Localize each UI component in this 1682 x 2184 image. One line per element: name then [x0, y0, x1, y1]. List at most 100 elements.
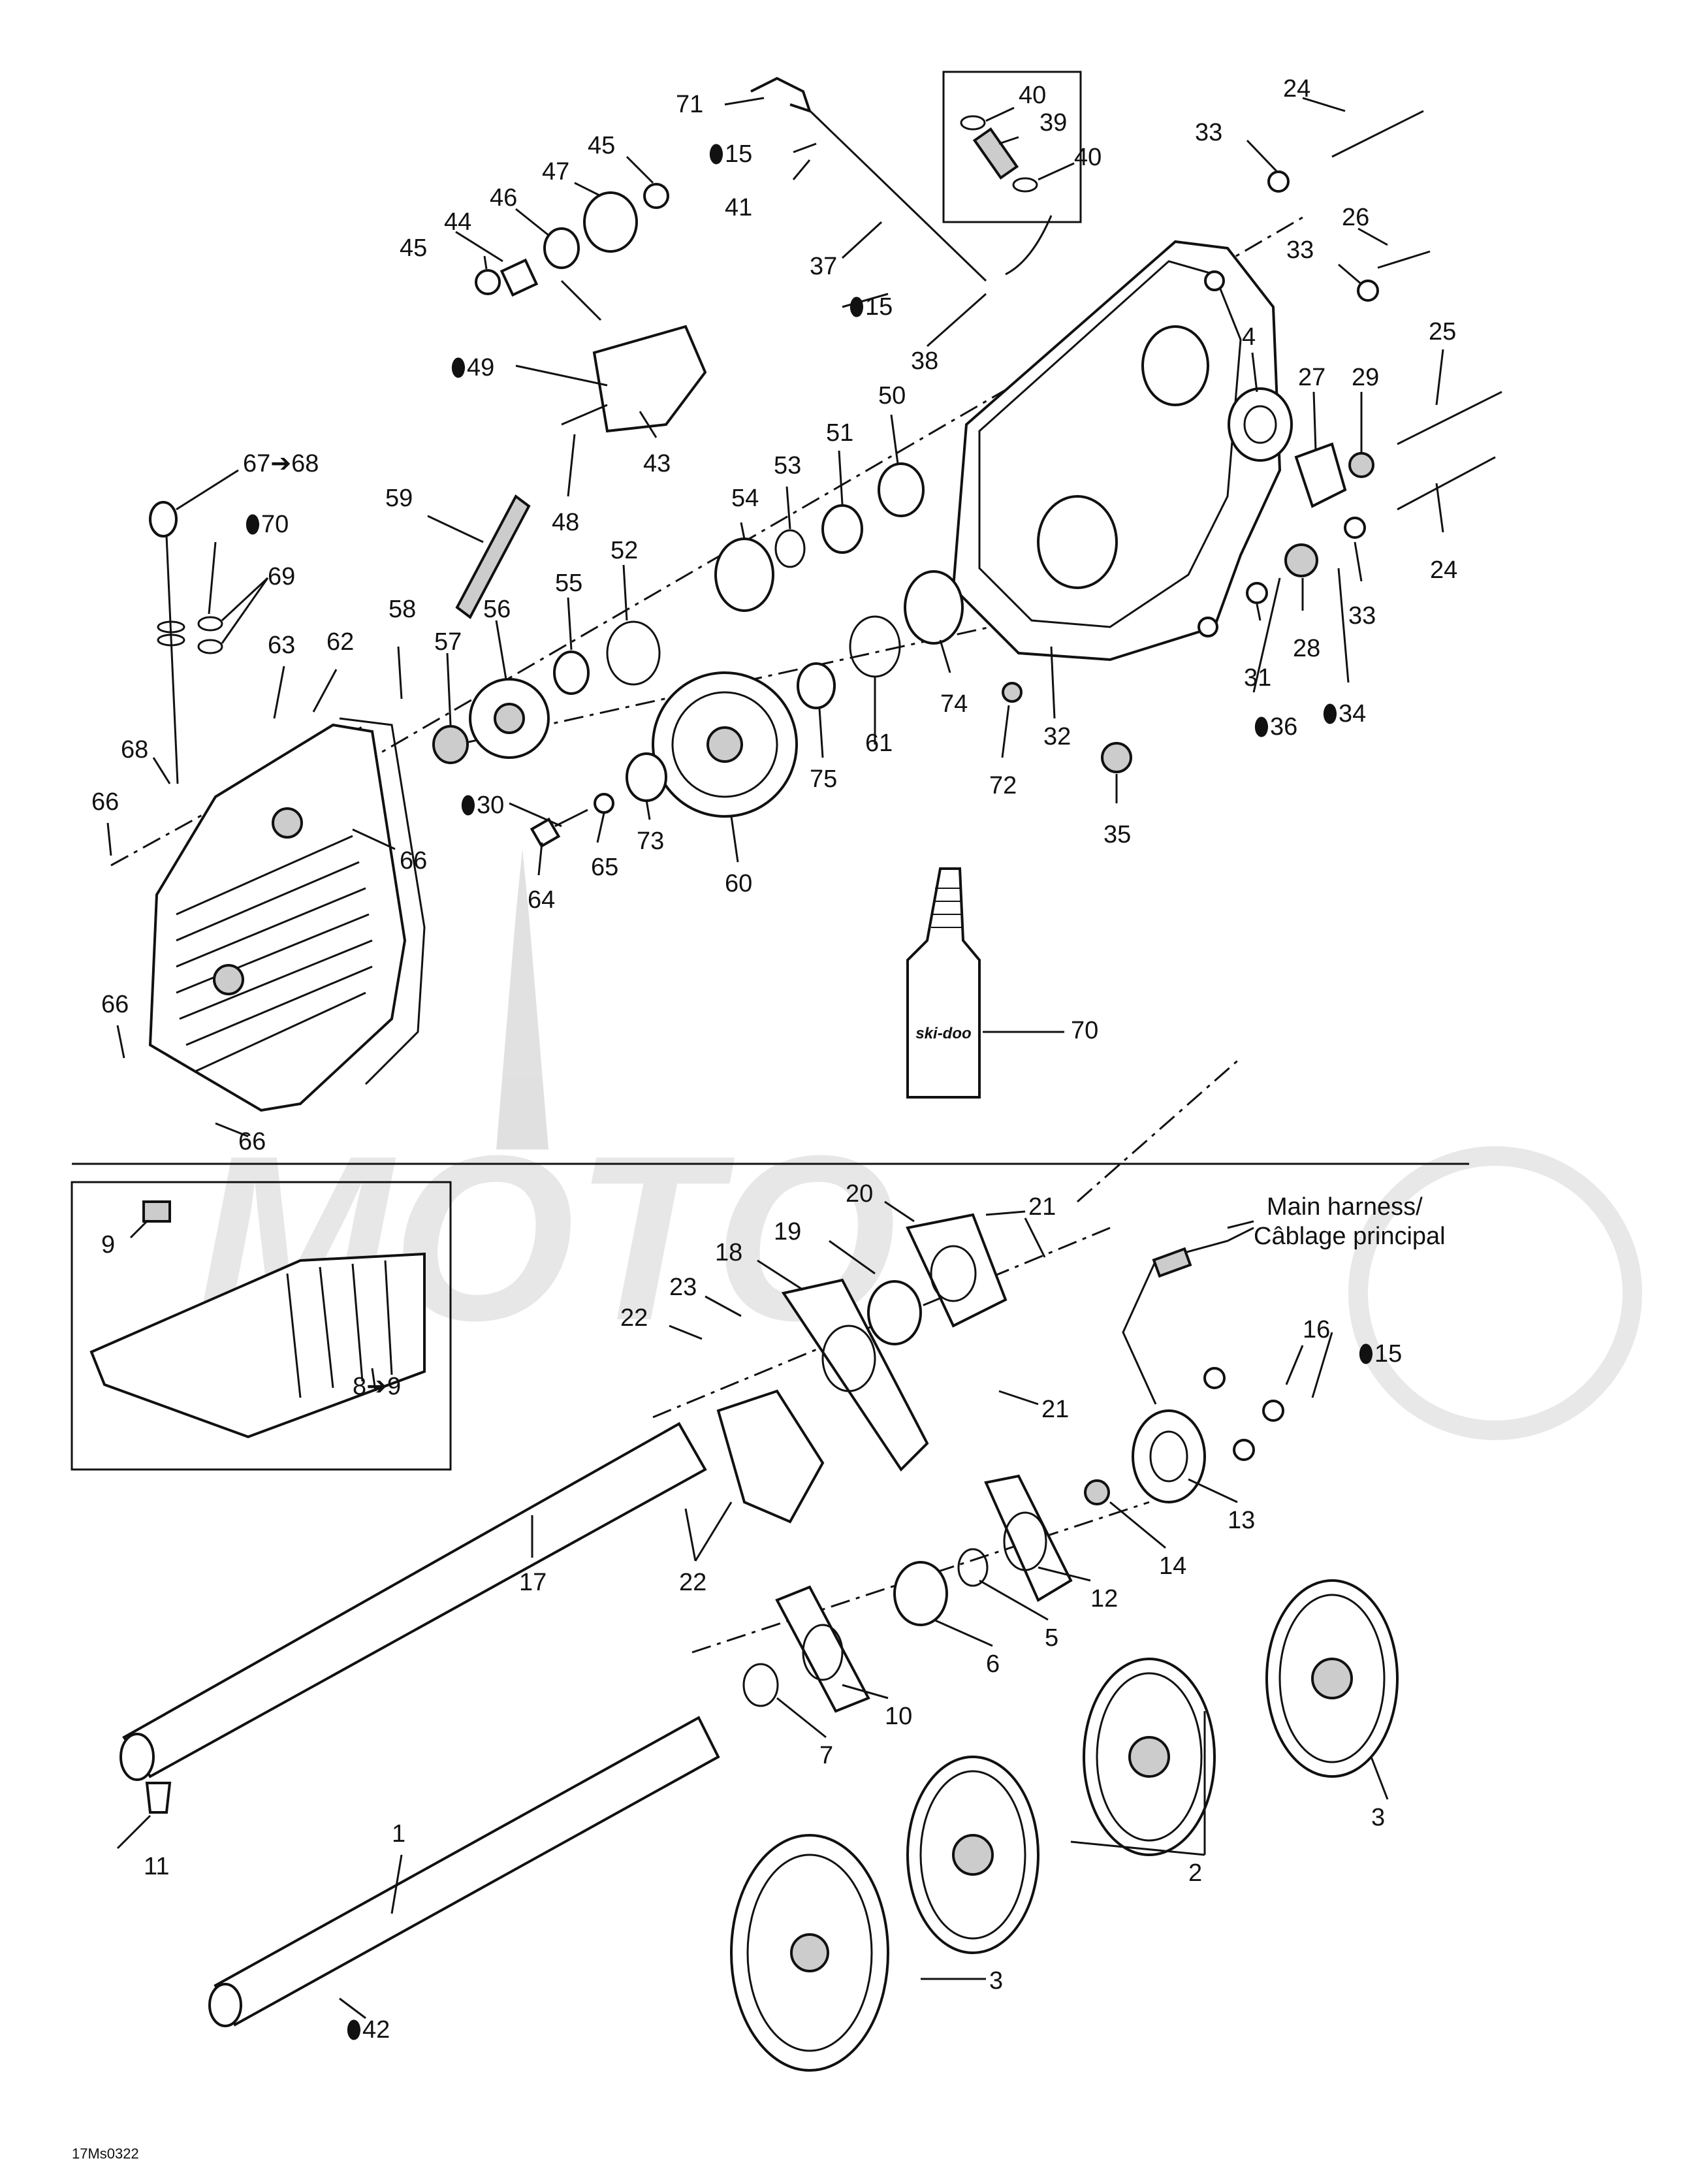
bearing-plate-20 [906, 1213, 1008, 1328]
connector [1152, 1247, 1192, 1278]
callout-labels: 71 ⬮ 15 41 37 ⬮ 15 38 40 39 40 24 33 26 … [72, 75, 1457, 2162]
callout-40a: 40 [1019, 82, 1046, 109]
callout-66b: 66 [400, 847, 427, 875]
callout-41: 41 [725, 194, 752, 221]
callout-19: 19 [774, 1218, 801, 1245]
callout-16: 16 [1303, 1316, 1330, 1343]
sprocket-60 [652, 671, 798, 818]
washer-40a [960, 115, 986, 131]
bushing-75 [797, 662, 836, 709]
seal-7 [742, 1663, 779, 1707]
bearing-46 [543, 227, 580, 269]
circlip-5 [957, 1548, 989, 1587]
callout-27: 27 [1298, 364, 1325, 391]
bolt-25 [1397, 391, 1502, 445]
callout-1: 1 [392, 1820, 405, 1848]
oil-drop-icon: ⬮ [1322, 700, 1338, 728]
callout-62: 62 [326, 628, 354, 656]
callout-3a: 3 [1371, 1804, 1385, 1831]
callout-37: 37 [810, 253, 837, 280]
harness-label-line2: Câblage principal [1254, 1223, 1446, 1250]
tensioner-block-43 [592, 325, 707, 433]
callout-55: 55 [555, 570, 582, 597]
oil-drop-icon: ⬮ [346, 2016, 362, 2044]
callout-68: 68 [121, 736, 148, 763]
callout-22b: 22 [679, 1569, 706, 1596]
oil-drop-icon: ⬮ [849, 293, 865, 321]
washer-33a [1267, 170, 1290, 193]
callout-31: 31 [1244, 664, 1271, 692]
bolt-26 [1377, 250, 1431, 269]
callout-66d: 66 [238, 1128, 266, 1155]
callout-25: 25 [1429, 318, 1456, 345]
callout-49: 49 [467, 354, 494, 381]
callout-35: 35 [1103, 821, 1131, 848]
callout-38: 38 [911, 347, 938, 375]
seal-50 [878, 462, 925, 517]
callout-20: 20 [846, 1180, 873, 1208]
washer-33c [1344, 517, 1366, 539]
nut-16c [1233, 1439, 1255, 1461]
leader-lines [106, 97, 1444, 2019]
callout-64: 64 [528, 886, 555, 914]
washer-33b [1357, 280, 1379, 302]
callout-56: 56 [483, 596, 511, 623]
o-ring-69b [197, 639, 223, 654]
drive-sprocket-2b [906, 1756, 1039, 1954]
bearing-plate-18 [781, 1278, 929, 1472]
callout-24a: 24 [1283, 75, 1310, 103]
callout-70a: 70 [261, 511, 289, 538]
callout-46: 46 [490, 184, 517, 212]
callout-29: 29 [1352, 364, 1379, 391]
callout-53: 53 [774, 452, 801, 479]
bearing-54 [714, 538, 774, 612]
callout-60: 60 [725, 870, 752, 897]
callout-13: 13 [1228, 1507, 1255, 1534]
callout-21a: 21 [1028, 1193, 1056, 1221]
callout-65: 65 [591, 854, 618, 881]
callout-24b: 24 [1430, 556, 1457, 584]
washer-40b [1012, 177, 1038, 193]
bearing-plate-10 [775, 1585, 870, 1713]
bracket-27 [1294, 442, 1347, 508]
callout-44: 44 [444, 208, 471, 236]
drain-plug-72 [1002, 682, 1023, 703]
callout-11: 11 [144, 1853, 169, 1880]
callout-15c: 15 [1374, 1340, 1402, 1368]
callout-42: 42 [362, 2016, 390, 2044]
speed-sensor-13 [1132, 1409, 1206, 1503]
callout-28: 28 [1293, 635, 1320, 662]
callout-15b: 15 [865, 293, 893, 321]
oil-bottle-70: ski-doo [906, 867, 981, 1099]
roller-47 [583, 191, 638, 253]
callout-71: 71 [676, 91, 703, 118]
bolt-24b [1397, 456, 1496, 511]
callout-17: 17 [519, 1569, 547, 1596]
track-8 [89, 1252, 426, 1439]
bearing-plate-12 [984, 1474, 1073, 1602]
bottle-brand-label: ski-doo [915, 1025, 971, 1042]
circlip-61 [849, 615, 901, 678]
drive-shaft-17 [119, 1422, 707, 1781]
callout-33c: 33 [1348, 602, 1376, 630]
callout-26: 26 [1342, 204, 1369, 231]
bearing-19 [867, 1280, 922, 1345]
bushing-51 [821, 504, 863, 554]
track-clip-9 [142, 1200, 171, 1223]
callout-14: 14 [1159, 1552, 1186, 1580]
nut-35 [1101, 742, 1132, 773]
callout-74: 74 [940, 690, 968, 718]
nut-29 [1348, 452, 1374, 478]
bracket-cover [716, 1389, 825, 1524]
callout-9: 9 [101, 1231, 115, 1259]
callout-75: 75 [810, 765, 837, 793]
bolt-48 [561, 404, 608, 426]
chaincase-housing [951, 240, 1282, 662]
callout-51: 51 [826, 419, 853, 447]
shift-shaft-37 [750, 76, 987, 282]
callout-47: 47 [542, 158, 569, 185]
callout-48: 48 [552, 509, 579, 536]
drive-axle-1 [208, 1716, 720, 2027]
callout-33a: 33 [1195, 119, 1222, 146]
